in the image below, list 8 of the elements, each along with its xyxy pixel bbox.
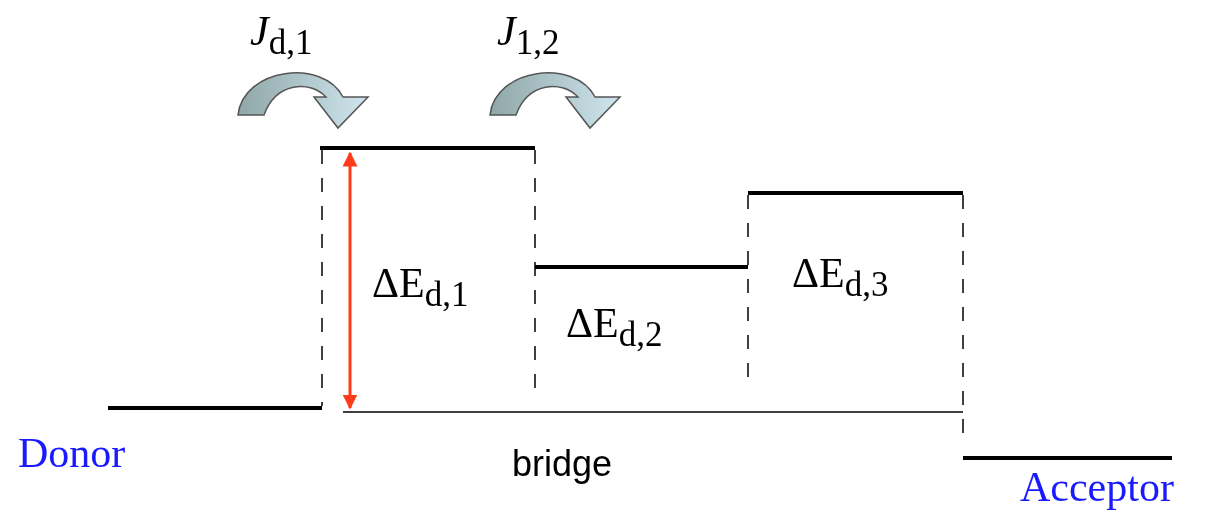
energy-gap-label: ΔE$_{d,1}$ <box>372 262 469 313</box>
donor-label: Donor <box>18 432 126 474</box>
acceptor-label: Acceptor <box>1020 466 1174 508</box>
coupling-label: J$_{1,2}$ <box>497 10 560 61</box>
bridge-label: bridge <box>512 446 613 482</box>
coupling-label: J$_{d,1}$ <box>250 10 313 61</box>
energy-gap-label: ΔE$_{d,2}$ <box>566 302 663 353</box>
energy-gap-label: ΔE$_{d,3}$ <box>792 252 889 303</box>
